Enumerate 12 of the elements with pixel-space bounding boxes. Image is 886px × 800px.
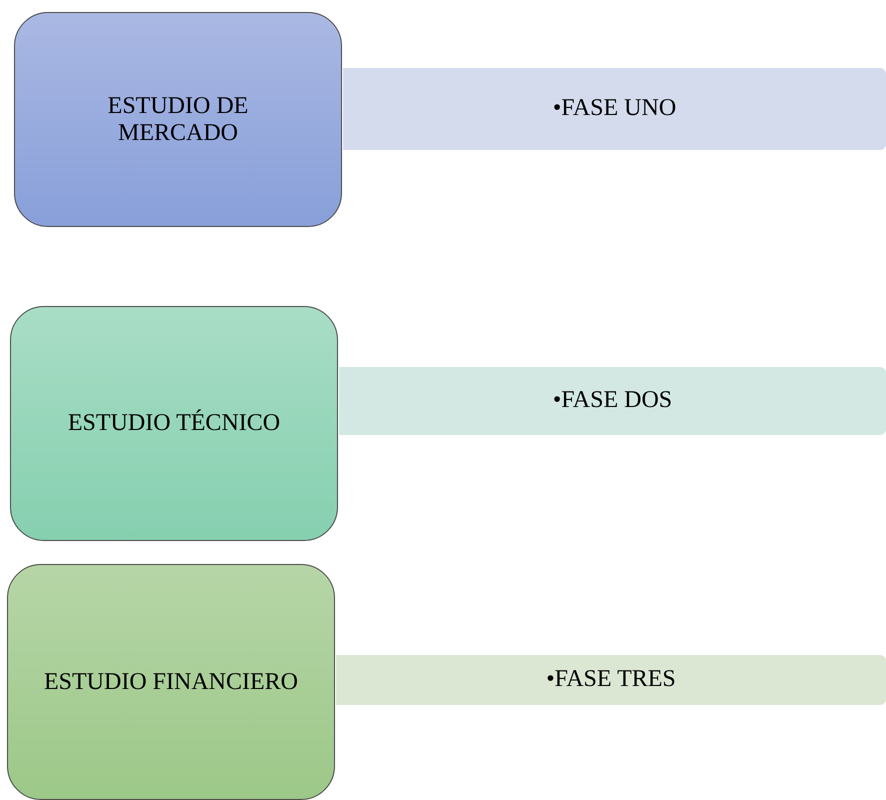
stage-box	[7, 564, 335, 800]
phase-label: •FASE TRES	[546, 666, 676, 692]
phase-bar	[339, 367, 886, 435]
stage-title: ESTUDIO TÉCNICO	[68, 410, 280, 437]
phase-bar	[343, 68, 886, 150]
phase-label: •FASE DOS	[552, 387, 672, 413]
stage-title: ESTUDIO DE MERCADO	[106, 93, 250, 146]
stage-title: ESTUDIO FINANCIERO	[44, 668, 298, 696]
phase-bar	[336, 655, 886, 705]
phase-label: •FASE UNO	[552, 95, 676, 121]
stage-box	[10, 306, 338, 541]
stage-box	[14, 12, 342, 227]
